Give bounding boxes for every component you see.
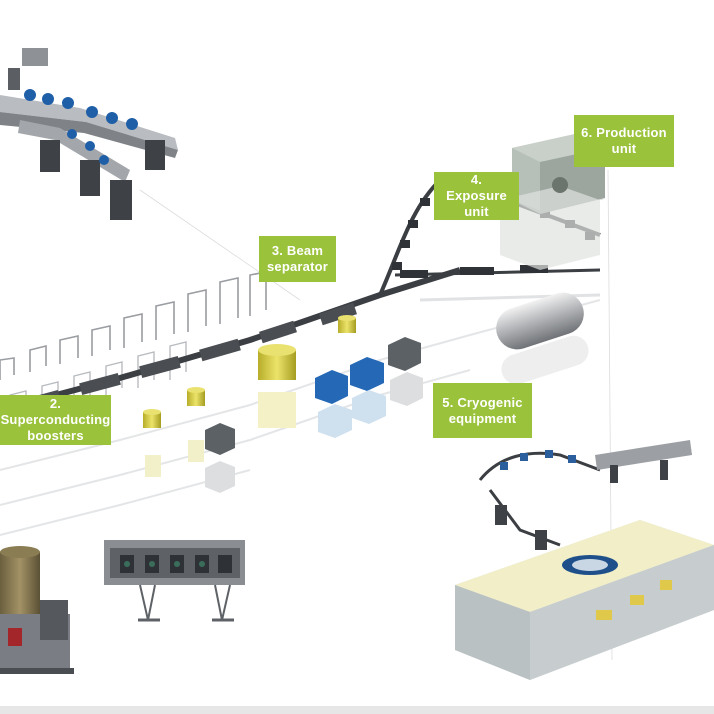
label-superconducting-boosters: 2. Superconducting boosters <box>0 395 111 445</box>
label-cryogenic-equipment: 5. Cryogenic equipment <box>433 383 532 438</box>
label-cryogenic-equipment-line2: equipment <box>448 410 517 426</box>
label-superconducting-boosters-line2: boosters <box>27 428 84 443</box>
cryogenic-storage-tank <box>496 292 584 350</box>
label-beam-separator-line2: separator <box>266 259 329 274</box>
cryo-boxes <box>205 337 423 493</box>
label-production-unit-line2: unit <box>611 141 637 156</box>
bottom-edge-strip <box>0 706 714 714</box>
rf-tank-assembly <box>0 546 74 674</box>
cryomodule-cutaway <box>104 540 245 622</box>
label-exposure-unit-line2: unit <box>464 204 489 219</box>
linac-frames <box>0 271 267 380</box>
label-production-unit-line1: 6. Production <box>581 125 667 140</box>
label-superconducting-boosters-line1: 2. Superconducting <box>0 396 111 427</box>
label-exposure-unit-line1: 4. Exposure <box>446 172 507 203</box>
label-cryogenic-equipment-line1: 5. Cryogenic <box>442 394 523 410</box>
label-exposure-unit: 4. Exposure unit <box>434 172 519 220</box>
experimental-hall <box>455 440 714 680</box>
label-beam-separator: 3. Beam separator <box>259 236 336 282</box>
side-beamline <box>394 268 601 277</box>
linac-beamline <box>0 267 461 413</box>
label-beam-separator-line1: 3. Beam <box>271 243 324 258</box>
label-production-unit: 6. Production unit <box>574 115 674 167</box>
top-left-spectrometer <box>0 48 178 220</box>
cryo-yellow-tanks <box>143 315 356 477</box>
